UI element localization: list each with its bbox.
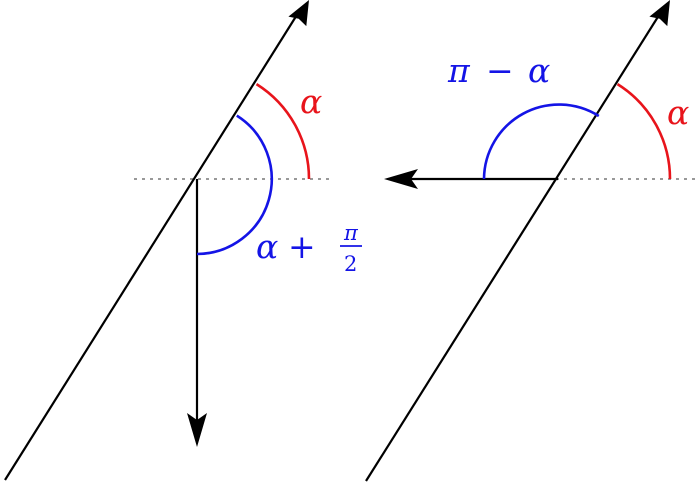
right-slanted-line <box>365 11 662 482</box>
left-fraction-denominator: 2 <box>344 252 357 276</box>
right-diff-label: π − α <box>447 51 550 90</box>
left-sum-arc <box>196 114 273 256</box>
right-diff-first: π <box>447 51 471 90</box>
right-alpha-label: α <box>667 93 689 132</box>
right-figure: α π − α <box>365 0 698 482</box>
left-sum-operator: + <box>288 227 316 266</box>
left-down-arrowhead <box>187 413 207 447</box>
left-fraction-numerator: π <box>343 221 359 245</box>
right-diff-operator: − <box>486 51 514 90</box>
left-alpha-label: α <box>300 82 322 121</box>
right-diff-arc <box>482 103 600 180</box>
left-figure: α α + π 2 <box>4 0 362 481</box>
right-diff-second: α <box>528 51 550 90</box>
left-sum-label: α + π 2 <box>256 221 362 276</box>
left-sum-first: α <box>256 227 278 266</box>
left-alpha-arc <box>255 82 311 180</box>
right-alpha-arc <box>616 82 672 180</box>
left-slanted-line <box>4 9 301 481</box>
left-slanted-arrowhead <box>288 0 309 27</box>
right-slanted-arrowhead <box>649 0 670 27</box>
right-left-arrowhead <box>384 169 418 189</box>
